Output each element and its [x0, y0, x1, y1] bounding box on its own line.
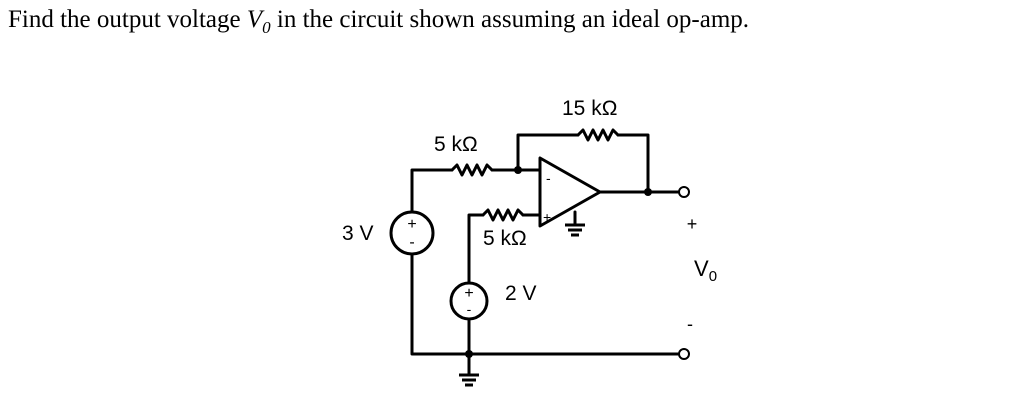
question-prefix: Find the output voltage	[8, 6, 247, 33]
label-vo-plus: +	[687, 214, 698, 234]
label-3v-minus: -	[409, 234, 414, 251]
output-voltage-symbol: V0	[246, 6, 271, 37]
ground-symbol-opamp	[565, 223, 585, 237]
resistor-feedback	[576, 128, 620, 142]
label-source-3v: 3 V	[342, 222, 374, 245]
junction-inverting	[514, 166, 522, 174]
label-2v-plus: +	[464, 285, 473, 302]
junction-ground	[465, 350, 473, 358]
wire-left-bottom	[410, 252, 681, 356]
label-r-feedback: 15 kΩ	[562, 97, 617, 120]
wire-left-top	[410, 168, 454, 214]
label-2v-minus: -	[467, 301, 472, 317]
junction-output	[644, 188, 652, 196]
label-opamp-noninverting: +	[543, 209, 551, 225]
label-r-noninv: 5 kΩ	[483, 227, 527, 250]
wire-feedback-right	[616, 133, 650, 194]
resistor-input	[450, 163, 494, 177]
terminal-output-top	[678, 186, 690, 198]
voltage-source-3v	[389, 210, 435, 256]
resistor-noninv	[481, 208, 525, 222]
terminal-output-bottom	[678, 348, 690, 360]
opamp-triangle	[538, 156, 602, 228]
ground-symbol-bottom	[459, 373, 479, 387]
label-source-2v: 2 V	[505, 282, 537, 305]
question-suffix: in the circuit shown assuming an ideal o…	[270, 6, 750, 33]
label-vo: V0	[694, 256, 717, 285]
label-3v-plus: +	[407, 216, 416, 233]
wire-feedback-left	[516, 133, 580, 172]
label-r-input: 5 kΩ	[434, 133, 478, 156]
voltage-source-2v	[449, 281, 489, 321]
wire-noninv-left	[467, 213, 485, 286]
question-text: Find the output voltage V0 in the circui…	[8, 6, 749, 38]
label-vo-minus: -	[687, 314, 693, 334]
label-opamp-inverting: -	[546, 170, 551, 186]
